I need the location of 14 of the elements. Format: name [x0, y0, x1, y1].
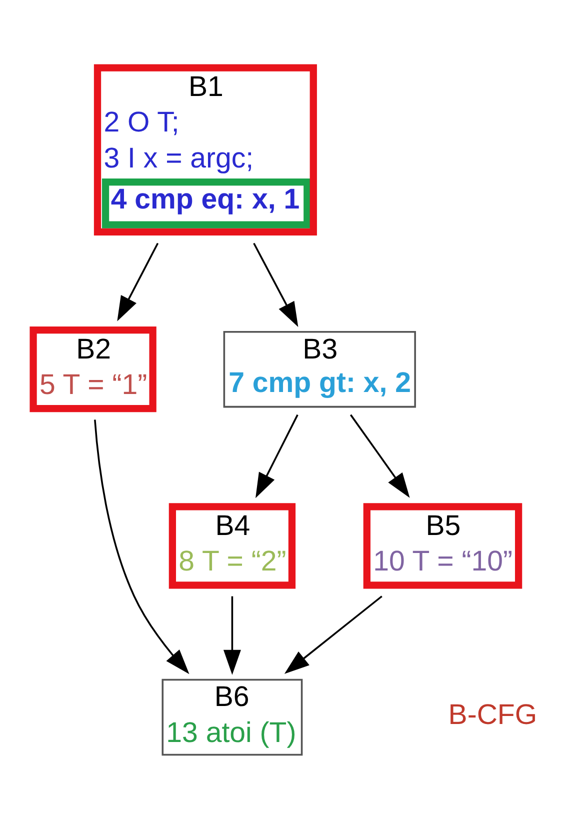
arrow — [94, 419, 190, 674]
node-box: B4 8 T = “2” — [168, 502, 296, 588]
arrow — [284, 595, 382, 674]
node-box: B5 10 T = “10” — [363, 502, 522, 588]
arrow — [350, 414, 410, 498]
node-box: B1 2 O T; 3 I x = argc; 4 cmp eq: x, 1 — [94, 64, 317, 236]
arrow — [223, 596, 241, 674]
arrow — [256, 414, 298, 498]
node-box: B3 7 cmp gt: x, 2 — [223, 330, 416, 408]
arrow — [117, 242, 159, 321]
arrow — [253, 242, 298, 327]
node-box: B6 13 atoi (T) — [162, 678, 303, 756]
node-box: B2 5 T = “1” — [30, 326, 156, 412]
label: B-CFG — [448, 698, 538, 731]
